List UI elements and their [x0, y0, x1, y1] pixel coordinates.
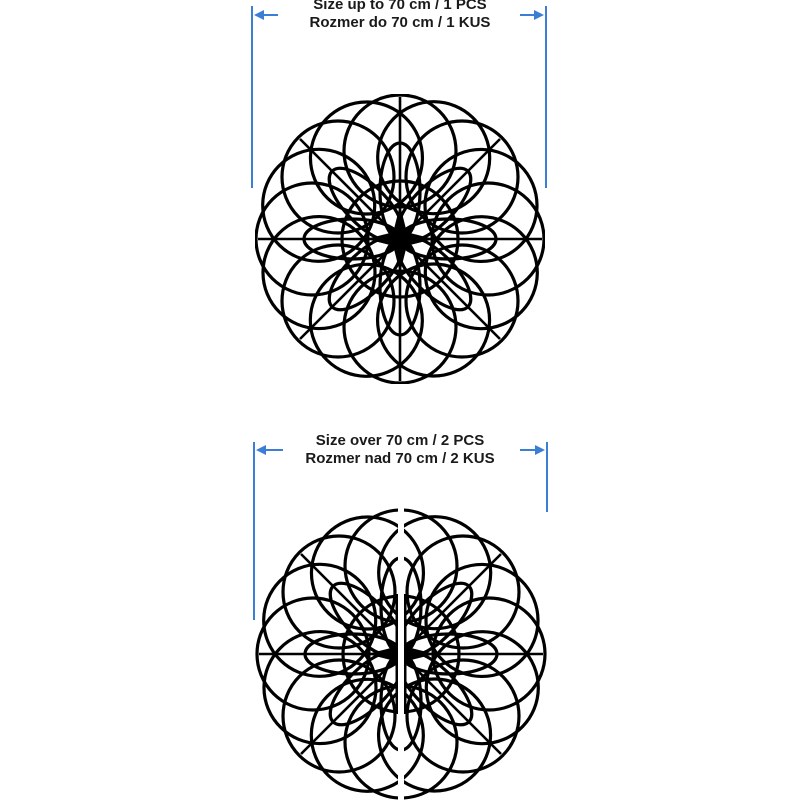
top-size-caption: Size up to 70 cm / 1 PCS Rozmer do 70 cm…: [250, 0, 550, 32]
mandala-left-half: [255, 508, 398, 800]
top-dimension-left-bracket: [251, 6, 278, 188]
mandala-right-half: [404, 508, 547, 800]
bottom-dimension-right-bracket: [520, 442, 548, 512]
bottom-caption-slovak: Rozmer nad 70 cm / 2 KUS: [305, 450, 495, 467]
top-caption-slovak: Rozmer do 70 cm / 1 KUS: [309, 14, 491, 31]
top-caption-english: Size up to 70 cm / 1 PCS: [313, 0, 487, 13]
bottom-caption-english: Size over 70 cm / 2 PCS: [315, 432, 485, 449]
top-dimension-right-bracket: [520, 6, 547, 188]
mandala-two-pieces: [255, 508, 547, 800]
mandala-single-piece: [255, 94, 545, 384]
bottom-size-caption: Size over 70 cm / 2 PCS Rozmer nad 70 cm…: [250, 432, 550, 468]
bottom-dimension-left-bracket: [253, 442, 283, 620]
